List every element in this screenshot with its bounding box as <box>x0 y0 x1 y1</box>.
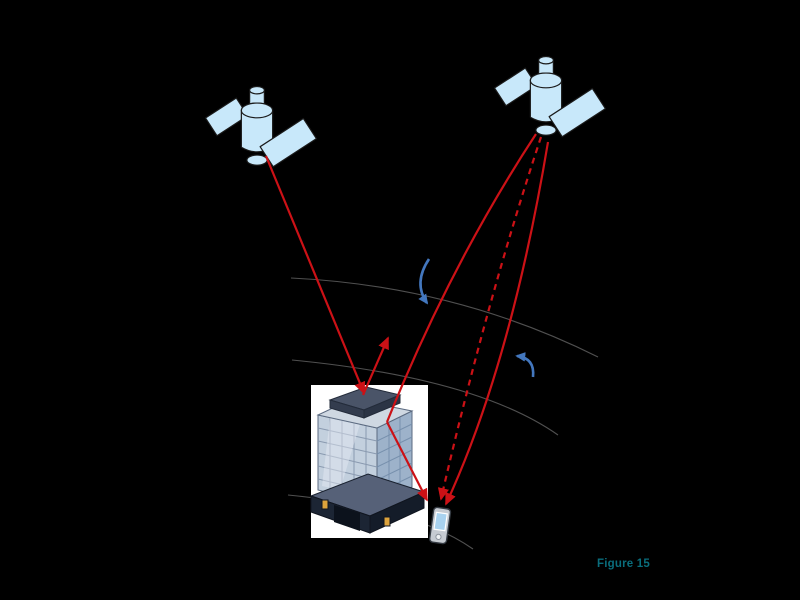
signal-reflected-incoming <box>385 133 537 423</box>
receiver-icon <box>428 506 452 545</box>
satellite-nozzle <box>535 124 557 136</box>
satellite-right-panel-icon <box>548 87 607 138</box>
satellite-nozzle <box>246 154 268 166</box>
ground-curve-line-middle <box>291 359 559 436</box>
annotation-arrow-reflected-path-icon <box>418 258 431 305</box>
satellite-body-top <box>529 72 563 89</box>
building-lamp-right <box>383 516 391 527</box>
receiver-button <box>435 533 442 540</box>
building-penthouse-side <box>363 394 401 419</box>
building-lamp-left <box>321 499 329 510</box>
receiver-screen <box>433 511 448 532</box>
building-entrance <box>334 505 360 531</box>
signal-deflected-off-roof <box>361 336 390 396</box>
signal-reflected-to-receiver <box>386 421 428 502</box>
signal-paths <box>264 133 550 506</box>
signal-blocked-to-roof <box>264 155 366 395</box>
office-building-icon <box>309 385 428 538</box>
ground-curve-line-upper <box>290 277 599 358</box>
satellite-left-panel-icon <box>493 67 538 107</box>
annotation-arrows <box>418 258 535 378</box>
signal-direct-solid <box>445 141 550 506</box>
annotation-arrow-direct-path-icon <box>515 352 535 378</box>
satellite-top-cap <box>249 85 265 95</box>
signal-direct-dashed <box>437 136 543 501</box>
figure-caption: Figure 15 <box>597 558 650 570</box>
satellite-left-panel-icon <box>204 97 249 137</box>
satellite-left-icon <box>204 85 318 168</box>
building-glass-highlight <box>322 418 360 490</box>
satellite-body-top <box>240 102 274 119</box>
satellite-top-cap <box>538 55 554 65</box>
satellite-right-panel-icon <box>259 117 318 168</box>
satellite-right-icon <box>493 55 607 138</box>
